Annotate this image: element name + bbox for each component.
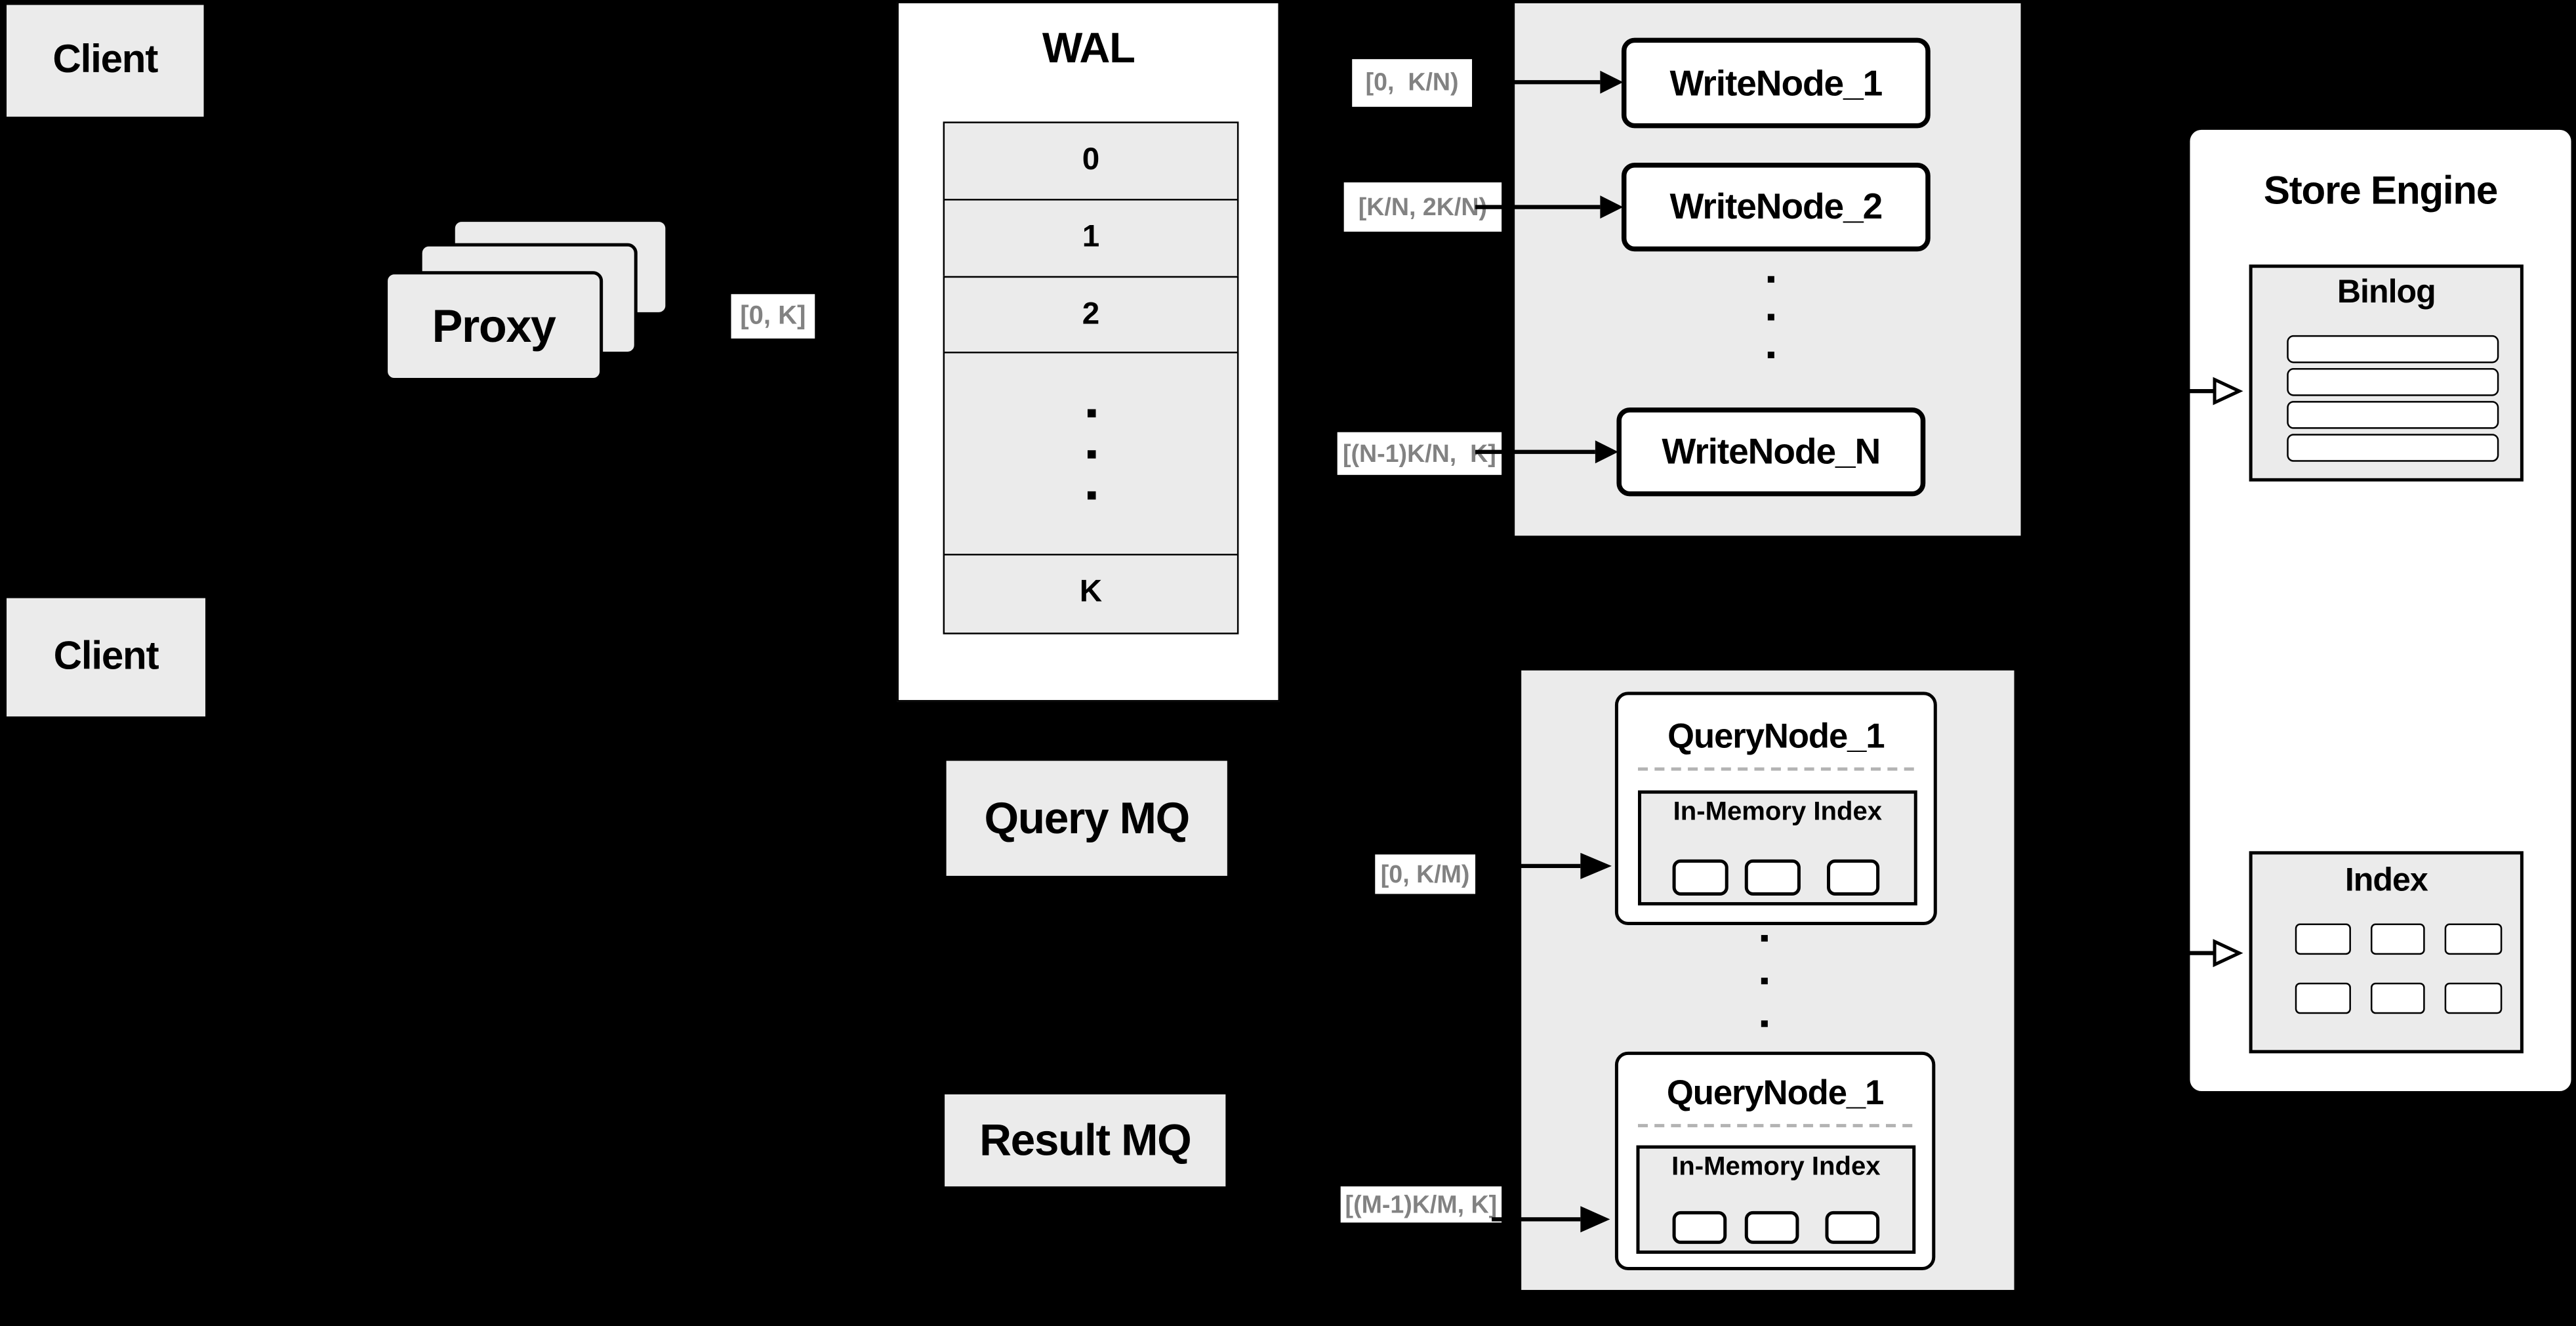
wal-ellipsis-icon [1086, 408, 1095, 499]
in-memory-index-top: In-Memory Index [1637, 790, 1917, 905]
range-label-write-node-1: [0, K/N) [1352, 59, 1473, 107]
index-segment [1744, 1211, 1799, 1244]
store-engine-title: Store Engine [2263, 169, 2499, 214]
binlog-slat [2287, 401, 2499, 429]
index-title: Index [2344, 862, 2428, 899]
query-node-group: QueryNode_1 In-Memory Index QueryNode_1 … [1521, 670, 2014, 1291]
index-segment [1825, 1211, 1880, 1244]
in-memory-index-bottom-title: In-Memory Index [1671, 1153, 1881, 1182]
binlog-box: Binlog [2249, 264, 2524, 482]
binlog-slat [2287, 434, 2499, 462]
index-segment [1672, 1211, 1727, 1244]
query-node-bottom-title: QueryNode_1 [1666, 1074, 1884, 1113]
write-node-ellipsis-icon [1767, 276, 1774, 358]
index-cell [2444, 982, 2503, 1014]
client-box-top: Client [7, 5, 204, 117]
query-mq-box: Query MQ [946, 760, 1227, 876]
index-cell [2295, 982, 2351, 1014]
query-node-top: QueryNode_1 In-Memory Index [1614, 692, 1937, 926]
index-cell [2370, 923, 2425, 955]
range-label-write-node-n: [(N-1)K/N, K] [1337, 432, 1502, 475]
result-mq-label: Result MQ [979, 1115, 1192, 1165]
wal-segment-table: 0 1 2 K [943, 121, 1239, 634]
in-memory-index-bottom: In-Memory Index [1636, 1145, 1916, 1254]
index-cell [2295, 923, 2351, 955]
binlog-title: Binlog [2337, 274, 2436, 311]
index-segment [1827, 859, 1880, 896]
proxy-box: Proxy [384, 271, 603, 382]
binlog-slat [2287, 368, 2499, 396]
wal-row-k: K [943, 552, 1239, 634]
range-label-write-node-2: [K/N, 2K/N) [1343, 182, 1502, 232]
proxy-label: Proxy [432, 300, 556, 351]
index-segment [1744, 859, 1801, 896]
index-cell [2444, 923, 2503, 955]
client-box-bottom: Client [7, 598, 206, 716]
range-label-query-node-1: [0, K/M) [1375, 854, 1476, 894]
in-memory-index-top-title: In-Memory Index [1673, 798, 1883, 827]
query-node-ellipsis-icon [1761, 935, 1768, 1027]
client-top-label: Client [52, 37, 158, 83]
result-mq-box: Result MQ [945, 1094, 1226, 1187]
index-box: Index [2249, 851, 2524, 1054]
wal-row-2: 2 [943, 275, 1239, 354]
write-node-2: WriteNode_2 [1621, 162, 1931, 252]
write-node-group: WriteNode_1 WriteNode_2 WriteNode_N [1515, 3, 2021, 536]
wal-box: WAL 0 1 2 K [897, 1, 1280, 702]
range-label-query-node-m: [(M-1)K/M, K] [1340, 1186, 1502, 1223]
binlog-slat [2287, 335, 2499, 363]
write-node-n: WriteNode_N [1616, 407, 1926, 497]
range-label-proxy-out: [0, K] [731, 294, 815, 339]
client-bottom-label: Client [53, 634, 159, 679]
query-node-bottom: QueryNode_1 In-Memory Index [1614, 1051, 1936, 1270]
dashed-separator [1637, 767, 1914, 771]
index-segment [1672, 859, 1728, 896]
query-node-top-title: QueryNode_1 [1667, 718, 1885, 756]
wal-row-ellipsis [943, 351, 1239, 556]
wal-row-1: 1 [943, 199, 1239, 278]
store-engine-box: Store Engine Binlog Index [2188, 128, 2573, 1093]
query-mq-label: Query MQ [984, 793, 1191, 842]
index-cell [2370, 982, 2425, 1014]
wal-title: WAL [1042, 23, 1135, 73]
wal-row-0: 0 [943, 121, 1239, 201]
dashed-separator [1637, 1124, 1913, 1128]
write-node-1: WriteNode_1 [1621, 37, 1931, 129]
